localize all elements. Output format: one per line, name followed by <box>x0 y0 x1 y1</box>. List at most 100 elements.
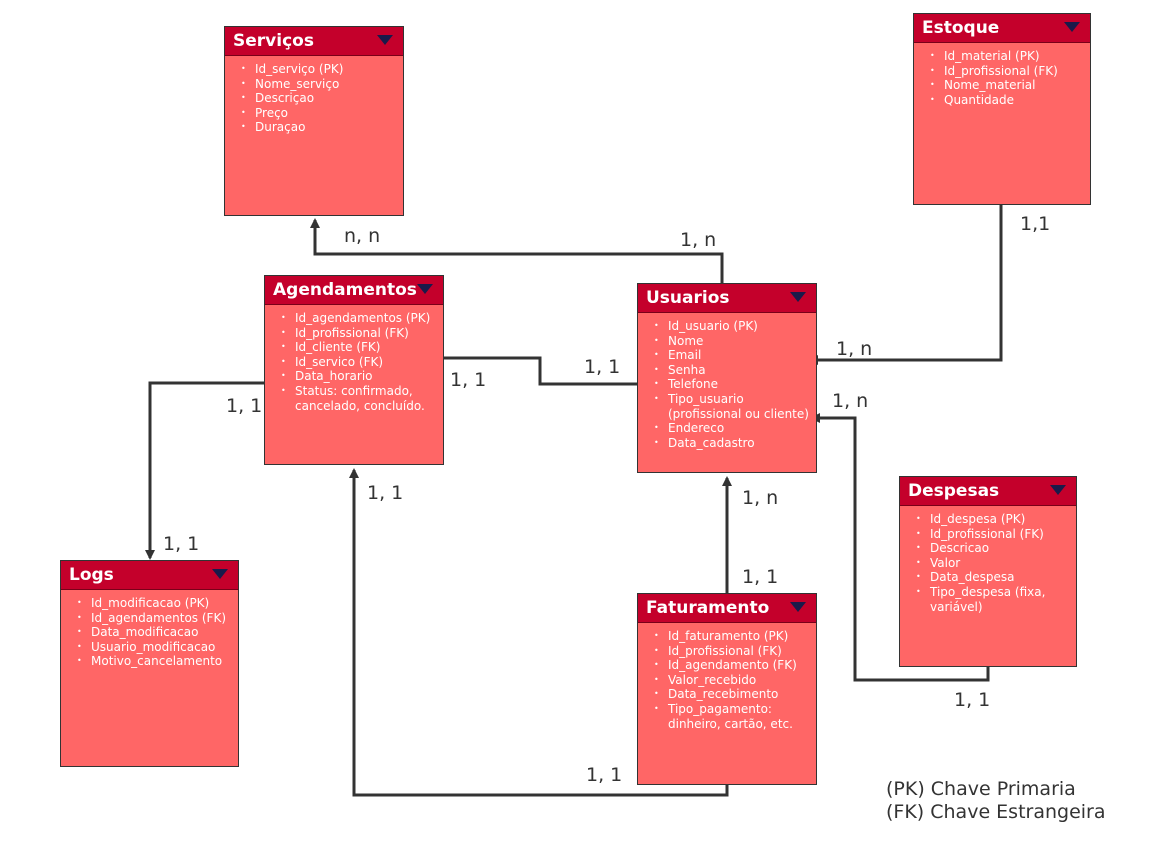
attribute: Id_profissional (FK) <box>281 326 439 341</box>
cardinality-label: 1, 1 <box>584 356 621 378</box>
attribute: Id_usuario (PK) <box>654 319 812 334</box>
cardinality-label: 1, 1 <box>742 566 779 588</box>
entity-title: Agendamentos <box>273 280 417 300</box>
entity-title: Despesas <box>908 481 1000 501</box>
attribute: Id_cliente (FK) <box>281 340 439 355</box>
attribute: Email <box>654 348 812 363</box>
entity-title: Estoque <box>922 18 1000 38</box>
chevron-down-icon[interactable] <box>212 569 228 579</box>
line-agendamentos-logs <box>145 381 264 560</box>
chevron-down-icon[interactable] <box>417 284 433 294</box>
cardinality-label: 1, 1 <box>586 764 623 786</box>
entity-logs[interactable]: Logs Id_modificacao (PK) Id_agendamentos… <box>60 560 239 767</box>
attribute-list: Id_serviço (PK) Nome_serviço Descriçao P… <box>225 56 403 135</box>
attribute-list: Id_faturamento (PK) Id_profissional (FK)… <box>638 623 816 731</box>
attribute: Data_cadastro <box>654 436 812 451</box>
attribute-list: Id_modificacao (PK) Id_agendamentos (FK)… <box>61 590 238 669</box>
attribute: Duraçao <box>241 120 399 135</box>
chevron-down-icon[interactable] <box>790 292 806 302</box>
attribute: Tipo_usuario <box>654 392 812 407</box>
entity-header: Despesas <box>900 477 1076 506</box>
entity-title: Logs <box>69 565 114 585</box>
attribute: Data_despesa <box>916 570 1072 585</box>
attribute: Quantidade <box>930 93 1086 108</box>
chevron-down-icon[interactable] <box>790 602 806 612</box>
entity-header: Usuarios <box>638 284 816 313</box>
entity-agendamentos[interactable]: Agendamentos Id_agendamentos (PK) Id_pro… <box>264 275 444 465</box>
attribute: Tipo_despesa (fixa, <box>916 585 1072 600</box>
attribute-list: Id_material (PK) Id_profissional (FK) No… <box>914 43 1090 107</box>
entity-usuarios[interactable]: Usuarios Id_usuario (PK) Nome Email Senh… <box>637 283 817 473</box>
attribute-continuation: dinheiro, cartão, etc. <box>668 716 793 731</box>
cardinality-label: 1, n <box>832 390 869 412</box>
legend: (PK) Chave Primaria (FK) Chave Estrangei… <box>886 778 1106 824</box>
attribute-list: Id_usuario (PK) Nome Email Senha Telefon… <box>638 313 816 450</box>
attribute-continuation: variável) <box>930 599 983 614</box>
line-usuarios-agendamentos <box>432 353 637 386</box>
attribute: Telefone <box>654 377 812 392</box>
entity-title: Faturamento <box>646 598 770 618</box>
attribute: Motivo_cancelamento <box>77 654 234 669</box>
cardinality-label: 1, 1 <box>226 395 263 417</box>
cardinality-label: 1,1 <box>1020 213 1051 235</box>
attribute: Data_horario <box>281 369 439 384</box>
attribute-continuation: cancelado, concluído. <box>295 398 425 413</box>
attribute: Id_modificacao (PK) <box>77 596 234 611</box>
legend-pk: (PK) Chave Primaria <box>886 778 1076 800</box>
attribute: Descriçao <box>241 91 399 106</box>
line-despesas-usuarios <box>810 413 990 682</box>
entity-estoque[interactable]: Estoque Id_material (PK) Id_profissional… <box>913 13 1091 205</box>
attribute: Id_agendamento (FK) <box>654 658 812 673</box>
attribute: Senha <box>654 363 812 378</box>
attribute: Status: confirmado, <box>281 384 439 399</box>
attribute: Tipo_pagamento: <box>654 702 812 717</box>
attribute: Id_agendamentos (FK) <box>77 611 234 626</box>
attribute: Descricao <box>916 541 1072 556</box>
attribute: Id_profissional (FK) <box>930 64 1086 79</box>
line-usuarios-servicos <box>310 218 724 283</box>
entity-header: Estoque <box>914 14 1090 43</box>
attribute: Nome <box>654 334 812 349</box>
chevron-down-icon[interactable] <box>1064 22 1080 32</box>
attribute: Id_agendamentos (PK) <box>281 311 439 326</box>
cardinality-label: 1, 1 <box>954 689 991 711</box>
entity-faturamento[interactable]: Faturamento Id_faturamento (PK) Id_profi… <box>637 593 817 785</box>
attribute: Id_faturamento (PK) <box>654 629 812 644</box>
cardinality-label: 1, 1 <box>450 369 487 391</box>
attribute: Valor <box>916 556 1072 571</box>
entity-despesas[interactable]: Despesas Id_despesa (PK) Id_profissional… <box>899 476 1077 667</box>
cardinality-label: 1, 1 <box>367 482 404 504</box>
attribute: Nome_material <box>930 78 1086 93</box>
attribute: Id_material (PK) <box>930 49 1086 64</box>
entity-header: Faturamento <box>638 594 816 623</box>
cardinality-label: 1, n <box>742 487 779 509</box>
attribute: Usuario_modificacao <box>77 640 234 655</box>
line-faturamento-agendamentos <box>349 468 729 797</box>
cardinality-label: 1, 1 <box>163 533 200 555</box>
attribute-continuation: (profissional ou cliente) <box>668 406 809 421</box>
cardinality-label: 1, n <box>680 229 717 251</box>
attribute-list: Id_agendamentos (PK) Id_profissional (FK… <box>265 305 443 413</box>
attribute: Endereco <box>654 421 812 436</box>
line-estoque-usuarios <box>808 205 1003 365</box>
entity-servicos[interactable]: Serviços Id_serviço (PK) Nome_serviço De… <box>224 26 404 216</box>
chevron-down-icon[interactable] <box>1050 485 1066 495</box>
attribute: Id_servico (FK) <box>281 355 439 370</box>
cardinality-label: n, n <box>344 225 381 247</box>
attribute: Id_profissional (FK) <box>916 527 1072 542</box>
legend-fk: (FK) Chave Estrangeira <box>886 801 1106 823</box>
attribute: Id_profissional (FK) <box>654 644 812 659</box>
attribute: Valor_recebido <box>654 673 812 688</box>
cardinality-label: 1, n <box>836 338 873 360</box>
entity-header: Agendamentos <box>265 276 443 305</box>
entity-title: Usuarios <box>646 288 730 308</box>
attribute-list: Id_despesa (PK) Id_profissional (FK) Des… <box>900 506 1076 614</box>
chevron-down-icon[interactable] <box>377 35 393 45</box>
attribute: Data_recebimento <box>654 687 812 702</box>
attribute: Preço <box>241 106 399 121</box>
entity-title: Serviços <box>233 31 314 51</box>
attribute: Id_despesa (PK) <box>916 512 1072 527</box>
attribute: Id_serviço (PK) <box>241 62 399 77</box>
entity-header: Logs <box>61 561 238 590</box>
